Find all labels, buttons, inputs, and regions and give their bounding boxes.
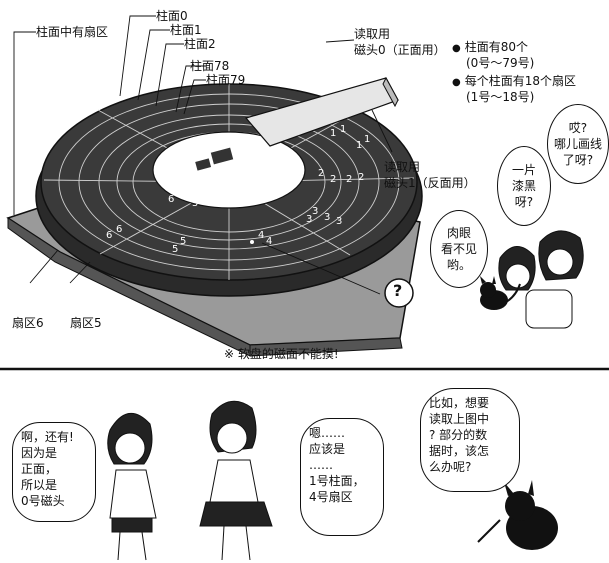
disk-number: 1 (356, 140, 362, 151)
note-sectors-line2: (1号～18号) (466, 90, 535, 104)
note-sectors-line1: 每个柱面有18个扇区 (452, 74, 576, 90)
note-cylinders-line2: (0号～79号) (466, 56, 535, 70)
label-sector-in-cylinder: 柱面中有扇区 (36, 25, 109, 39)
disk-number: 5 (172, 244, 178, 255)
disk-number: 3 (324, 212, 330, 223)
question-circle (384, 278, 414, 308)
label-head1-line2: 磁头1（反面用） (384, 176, 476, 190)
disk-number: 2 (318, 168, 324, 179)
speech-bubble-what-line: 哎? 哪儿画线 了呀? (547, 104, 609, 184)
girl-character-bottom-middle (199, 400, 273, 561)
disk-number: 6 (178, 188, 184, 199)
disk-number: 3 (306, 214, 312, 225)
girl-character-right-top (498, 230, 584, 329)
question-mark: ? (393, 281, 403, 300)
label-head0-line1: 读取用 (354, 27, 391, 41)
speech-bubble-front-head: 啊，还有! 因为是 正面， 所以是 0号磁头 (12, 422, 96, 522)
disk-number: 3 (236, 187, 242, 198)
disk-number: 3 (246, 184, 252, 195)
disk-number: 2 (330, 174, 336, 185)
disk-number: 3 (336, 216, 342, 227)
speech-bubble-question: 比如，想要 读取上图中 ? 部分的数 据时，该怎 么办呢? (420, 388, 520, 492)
disk-number: 4 (230, 198, 236, 209)
disk-number: 6 (116, 224, 122, 235)
label-cylinder-78: 柱面78 (190, 59, 230, 73)
disk-number: 1 (255, 154, 261, 165)
disk-number: 4 (266, 236, 272, 247)
label-head1-line1: 读取用 (384, 160, 421, 174)
warning-text: ※ 软盘的磁面不能摸! (224, 347, 339, 361)
speech-bubble-invisible: 肉眼 看不见 哟。 (430, 210, 488, 288)
note-cylinders-line1: 柱面有80个 (452, 40, 528, 56)
disk-number: 6 (106, 230, 112, 241)
speech-bubble-pitch-black: 一片 漆黑 呀? (497, 146, 551, 226)
disk-number: 5 (192, 198, 198, 209)
disk-number: 2 (346, 174, 352, 185)
speech-bubble-answer: 嗯…… 应该是 …… 1号柱面， 4号扇区 (300, 418, 384, 536)
disk-number: 5 (180, 236, 186, 247)
label-sector-5: 扇区5 (70, 316, 102, 330)
disk-number: 1 (340, 124, 346, 135)
disk-number: 4 (218, 192, 224, 203)
label-head0-line2: 磁头0（正面用） (354, 43, 446, 57)
disk-number: 1 (264, 150, 270, 161)
label-cylinder-2: 柱面2 (184, 37, 216, 51)
disk-number: 2 (256, 168, 262, 179)
label-cylinder-79: 柱面79 (206, 73, 246, 87)
black-cat-bottom (477, 480, 558, 550)
disk-number: 6 (168, 194, 174, 205)
label-cylinder-0: 柱面0 (156, 9, 188, 23)
disk-number: 4 (258, 230, 264, 241)
label-sector-6: 扇区6 (12, 316, 44, 330)
black-cat-top (480, 276, 521, 310)
girl-character-bottom-left (107, 413, 157, 561)
label-cylinder-1: 柱面1 (170, 23, 202, 37)
disk-number: 2 (358, 172, 364, 183)
disk-number: 1 (364, 134, 370, 145)
disk-number: 3 (312, 206, 318, 217)
disk-number: 1 (330, 128, 336, 139)
disk-number: 5 (204, 194, 210, 205)
disk-number: 2 (266, 164, 272, 175)
